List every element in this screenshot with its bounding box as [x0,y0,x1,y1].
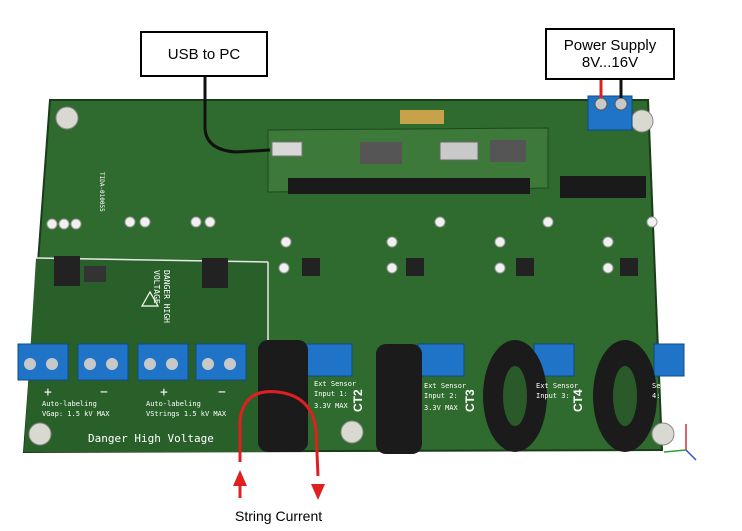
ext-sensor-4-line1: Sensor [652,382,677,390]
mounting-hole [55,106,79,130]
mounting-hole [340,420,364,444]
header-pins [400,110,444,124]
mounting-hole [28,422,52,446]
ext-sensor-1-line2: Input 1: [314,390,348,398]
ext-sensor-3-line2: Input 3: [536,392,570,400]
mounting-hole [651,422,675,446]
usb-to-pc-callout: USB to PC [140,31,268,77]
board-connector [560,176,646,198]
ic-chip [84,266,106,282]
danger-high-voltage-title: Danger High Voltage [88,432,214,445]
arrow-up-icon [233,470,247,486]
hv-terminal-blocks [17,343,247,381]
daughter-chip [360,142,402,164]
svg-text:VOLTAGE: VOLTAGE [152,270,161,304]
part-number: TIDA-010055 [98,172,105,212]
test-points [46,216,658,274]
hv-warning-block: DANGER HIGH VOLTAGE [152,270,171,323]
ct-label-2: CT2 [351,389,365,412]
board-connector [288,178,530,194]
daughter-chip [490,140,526,162]
polarity-minus-1: − [100,385,108,400]
autolabel-vstrings-line1: Auto-labeling [146,400,201,408]
ext-sensor-2-line1: Ext Sensor [424,382,466,390]
ext-sensor-1-line1: Ext Sensor [314,380,356,388]
ic-chip [54,256,80,286]
autolabel-vstrings-line2: VStrings 1.5 kV MAX [146,410,227,418]
ct-label-4: CT4 [571,389,585,412]
ext-sensor-1-line3: 3.3V MAX [314,402,349,410]
ext-sensor-4-line2: 4: [652,392,660,400]
channel-ic [620,258,638,276]
usb-cable [203,76,271,154]
terminal-screw [594,97,608,111]
autolabel-vgap-line1: Auto-labeling [42,400,97,408]
warning-triangle-icon [140,290,160,307]
ic-chip [202,258,228,288]
power-supply-label: Power Supply [563,37,657,54]
polarity-plus-2: + [160,385,168,400]
channel-ic [302,258,320,276]
string-current-caption: String Current [235,508,323,524]
channel-ic [516,258,534,276]
usb-connector [439,141,479,161]
svg-text:DANGER HIGH: DANGER HIGH [162,270,171,323]
ext-sensor-2-line3: 3.3V MAX [424,404,459,412]
string-current-loop [238,390,320,477]
power-supply-range: 8V...16V [581,54,639,71]
autolabel-vgap-line2: VGap: 1.5 kV MAX [42,410,110,418]
polarity-plus-1: + [44,385,52,400]
sensor-terminal-blocks [305,343,685,377]
terminal-screw [614,97,628,111]
usb-plug [271,141,303,157]
ext-sensor-3-line1: Ext Sensor [536,382,578,390]
polarity-minus-2: − [218,385,226,400]
mounting-hole [630,109,654,133]
axis-gizmo-icon [663,424,697,461]
ct-label-3: CT3 [463,389,477,412]
channel-ic [406,258,424,276]
ext-sensor-2-line2: Input 2: [424,392,458,400]
power-supply-callout: Power Supply 8V...16V [545,28,675,80]
current-transformers [258,340,657,454]
arrow-down-icon [311,484,325,500]
usb-to-pc-label: USB to PC [167,45,241,63]
